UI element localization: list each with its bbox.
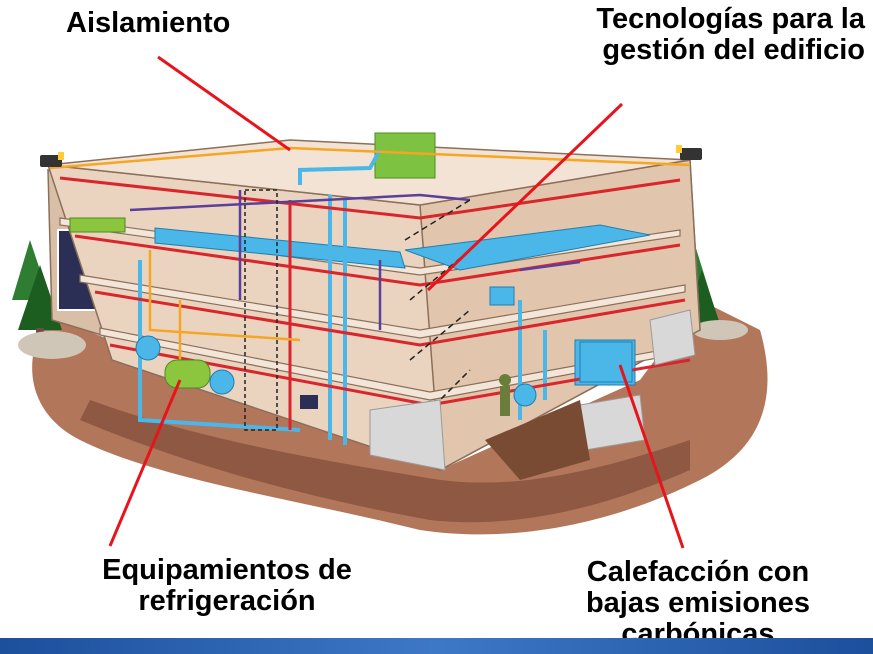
callout-calefaccion — [618, 364, 685, 549]
label-aislamiento: Aislamiento — [66, 8, 230, 39]
worker-figure — [499, 374, 511, 416]
label-tecnologias-line1: Tecnologías para la — [596, 3, 865, 35]
security-camera-left-icon — [40, 152, 64, 167]
label-tecnologias: Tecnologías para la gestión del edificio — [505, 4, 865, 66]
bottom-bar — [0, 638, 873, 654]
label-equipamientos-line1: Equipamientos de — [102, 554, 352, 586]
elevator-shaft — [244, 189, 278, 431]
label-tecnologias-line2: gestión del edificio — [602, 34, 865, 66]
label-calefaccion-line2: bajas emisiones — [585, 587, 811, 619]
label-aislamiento-text: Aislamiento — [66, 7, 231, 39]
blue-pipes — [138, 149, 547, 445]
ground-shadow — [80, 400, 690, 523]
label-equipamientos-line2: refrigeración — [138, 585, 316, 617]
garage-ramp — [485, 400, 590, 480]
brick-foundations — [369, 309, 696, 471]
security-camera-right-icon — [676, 145, 702, 160]
callout-aislamiento — [157, 55, 291, 152]
chiller-equipment — [69, 217, 235, 395]
callout-equipamientos — [108, 379, 182, 547]
purple-pipes — [129, 190, 581, 330]
label-equipamientos: Equipamientos de refrigeración — [62, 555, 392, 617]
boiler-equipment — [513, 341, 633, 407]
callout-tecnologias — [426, 102, 624, 292]
label-calefaccion-line1: Calefacción con — [586, 556, 810, 588]
label-calefaccion: Calefacción con bajas emisiones carbónic… — [548, 557, 848, 650]
callout-lines — [108, 55, 685, 549]
orange-pipes — [49, 146, 691, 360]
bms-terminal — [300, 395, 318, 409]
